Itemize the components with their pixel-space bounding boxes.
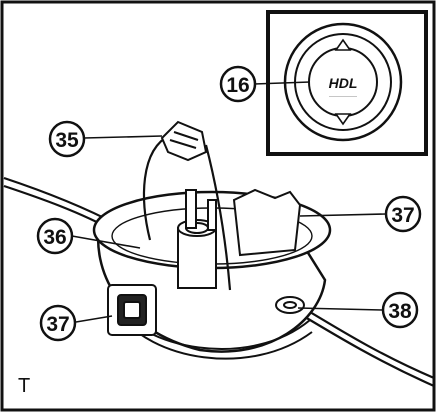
cable-loop: [142, 134, 232, 291]
eyelet-part: [275, 296, 305, 314]
bump-knob-illustration: [283, 22, 403, 142]
svg-text:37: 37: [46, 313, 69, 336]
logo-text: HDL: [329, 75, 358, 91]
callout-37-top: 37: [384, 195, 422, 233]
flap-part: [232, 188, 302, 257]
logo-subtext-mark: ———————: [329, 93, 357, 98]
svg-text:16: 16: [226, 74, 249, 97]
callout-36: 36: [36, 217, 74, 255]
svg-text:37: 37: [391, 204, 414, 227]
leader-lines: [71, 81, 387, 323]
arrow-down-icon: [334, 113, 352, 126]
plug-part: [160, 120, 208, 162]
callout-37-bottom: 37: [39, 304, 77, 342]
callout-35: 35: [48, 120, 86, 158]
callout-38: 38: [381, 291, 419, 329]
panel-letter: T: [18, 375, 30, 397]
callout-16: 16: [219, 65, 257, 103]
svg-text:35: 35: [55, 129, 79, 152]
center-shaft: [177, 189, 217, 289]
arrow-up-icon: [334, 38, 352, 51]
svg-text:38: 38: [388, 300, 412, 323]
svg-text:36: 36: [43, 226, 66, 249]
latch-part: [107, 284, 157, 336]
